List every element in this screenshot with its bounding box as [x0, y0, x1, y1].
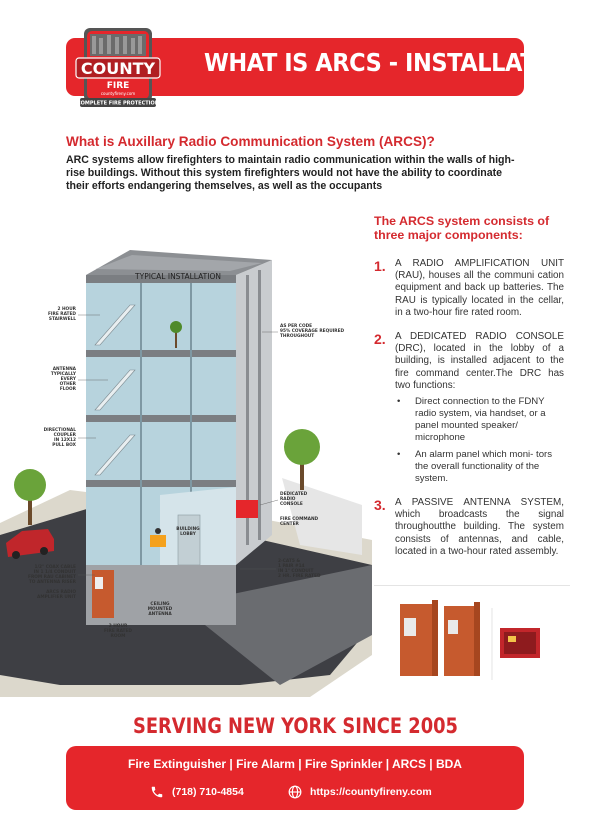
label-code-3: THROUGHOUT: [280, 333, 314, 339]
label-console-3: CONSOLE: [280, 501, 303, 507]
label-cats-3: IN 1" CONDUIT: [278, 568, 313, 574]
svg-text:countyfireny.com: countyfireny.com: [101, 91, 135, 96]
list-item: •Direct connection to the FDNY radio sys…: [397, 396, 546, 444]
label-ceiling-antenna-1: CEILING: [150, 601, 170, 607]
label-antenna-3: EVERY: [61, 376, 77, 382]
label-command-center-2: CENTER: [280, 521, 300, 527]
label-coupler-4: PULL BOX: [52, 442, 76, 448]
label-lobby-2: LOBBY: [180, 531, 197, 537]
label-coax-3: FROM RAU CABINET: [28, 574, 76, 580]
label-room-3: ROOM: [111, 633, 126, 639]
label-cats-1: 2-CAT5 &: [278, 558, 300, 564]
label-console-2: RADIO: [280, 496, 296, 502]
component-item-1: 1. A RADIO AMPLIFICATION UNIT (RAU), hou…: [374, 258, 564, 319]
equipment-illustration: [400, 600, 540, 680]
item-number: 1.: [374, 258, 386, 274]
page-title: WHAT IS ARCS - INSTALLATION: [204, 48, 581, 77]
label-stairwell-2: FIRE RATED: [48, 311, 76, 317]
label-coax-4: TO ANTENNA RISER: [29, 579, 77, 585]
label-command-center-1: FIRE COMMAND: [280, 516, 319, 522]
label-coupler-3: IN 12X12: [54, 437, 76, 443]
phone-link[interactable]: (718) 710-4854: [150, 785, 244, 799]
svg-text:COMPLETE FIRE PROTECTION: COMPLETE FIRE PROTECTION: [77, 101, 159, 107]
label-console-1: DEDICATED: [280, 491, 308, 497]
item-text: A DEDICATED RADIO CONSOLE (DRC), located…: [395, 331, 564, 391]
item-text: A RADIO AMPLIFICATION UNIT (RAU), houses…: [395, 258, 564, 318]
label-ceiling-antenna-2: MOUNTED: [148, 606, 173, 612]
component-item-2: 2. A DEDICATED RADIO CONSOLE (DRC), loca…: [374, 331, 564, 485]
label-coupler-2: COUPLER: [54, 432, 77, 438]
label-code-2: 95% COVERAGE REQUIRED: [280, 328, 345, 334]
intro-paragraph: ARC systems allow firefighters to mainta…: [66, 154, 515, 192]
label-code-1: AS PER CODE: [280, 323, 312, 329]
label-room-1: 2 HOUR: [109, 623, 128, 629]
footer-banner: [66, 746, 524, 810]
label-lobby-1: BUILDING: [176, 526, 200, 532]
drc-functions-list: •Direct connection to the FDNY radio sys…: [395, 396, 564, 485]
component-item-3: 3. A PASSIVE ANTENNA SYSTEM, which broad…: [374, 497, 564, 558]
item-number: 2.: [374, 331, 386, 348]
label-antenna-4: OTHER: [60, 381, 77, 387]
label-coupler-1: DIRECTIONAL: [44, 427, 77, 433]
label-cats-4: 2 HR. FIRE RATED: [278, 573, 321, 579]
bullet-icon: •: [397, 396, 401, 408]
label-antenna-5: FLOOR: [60, 386, 77, 392]
item-text: A PASSIVE ANTENNA SYSTEM, which broadcas…: [395, 497, 564, 557]
components-panel: The ARCS system consists of three major …: [374, 214, 564, 570]
svg-text:FIRE: FIRE: [107, 81, 130, 91]
label-ceiling-antenna-3: ANTENNA: [148, 611, 172, 617]
components-heading: The ARCS system consists of three major …: [374, 214, 550, 242]
bullet-icon: •: [397, 449, 401, 461]
label-arcs-unit-1: ARCS RADIO: [46, 589, 76, 595]
item-number: 3.: [374, 497, 386, 514]
globe-icon: [288, 785, 302, 799]
label-arcs-unit-2: AMPLIFIER UNIT: [37, 594, 76, 600]
label-coax-1: 1/2" COAX CABLE: [34, 564, 76, 570]
services-list: Fire Extinguisher | Fire Alarm | Fire Sp…: [128, 757, 462, 771]
county-fire-logo: COUNTY FIRE countyfireny.com COMPLETE FI…: [75, 28, 161, 107]
website-link[interactable]: https://countyfireny.com: [288, 785, 432, 799]
label-room-2: FIRE RATED: [104, 628, 132, 634]
serving-tagline: SERVING NEW YORK SINCE 2005: [133, 714, 458, 738]
label-antenna-2: TYPICALLY: [51, 371, 77, 377]
building-illustration: TYPICAL INSTALLATION 2 HOUR FIRE RATED S…: [0, 250, 372, 697]
intro-heading: What is Auxillary Radio Communication Sy…: [66, 134, 435, 149]
phone-number: (718) 710-4854: [172, 786, 244, 798]
divider: [374, 585, 570, 586]
website-url: https://countyfireny.com: [310, 786, 432, 798]
label-coax-2: IN 1 1/4 CONDUIT: [34, 569, 76, 575]
phone-icon: [150, 785, 164, 799]
typical-installation-label: TYPICAL INSTALLATION: [134, 272, 221, 281]
label-stairwell-1: 2 HOUR: [57, 306, 76, 312]
list-item: •An alarm panel which moni- tors the ove…: [397, 449, 553, 485]
svg-text:COUNTY: COUNTY: [81, 59, 156, 78]
label-stairwell-3: STAIRWELL: [49, 316, 76, 322]
label-cats-2: 1 PAIR #14: [278, 563, 305, 569]
label-antenna-1: ANTENNA: [53, 366, 77, 372]
